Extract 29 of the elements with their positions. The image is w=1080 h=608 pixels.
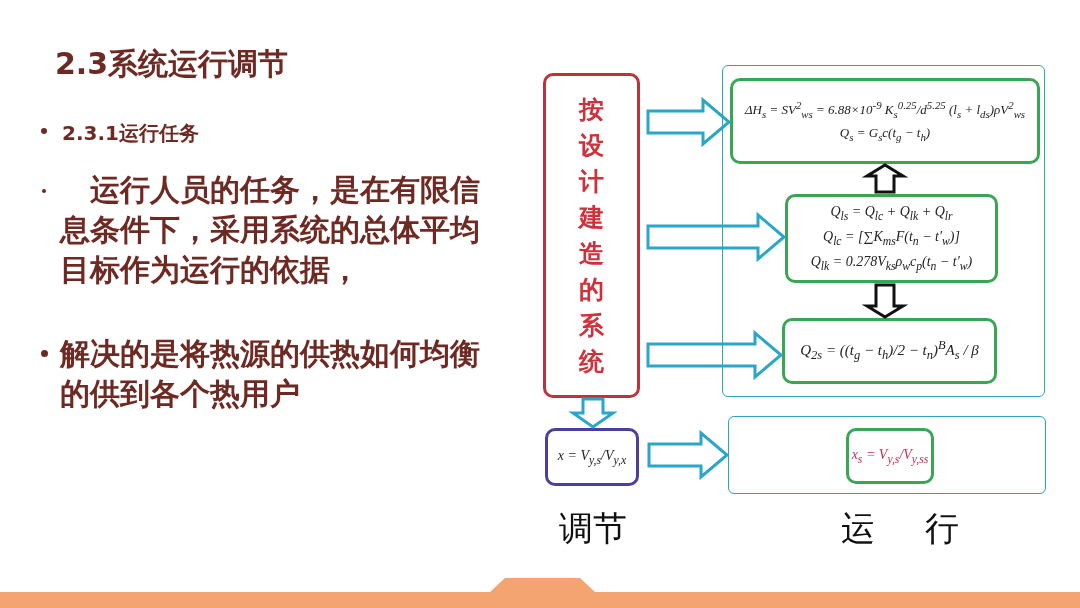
block-arrow <box>861 163 909 194</box>
column-heading: 运 行 <box>839 507 961 550</box>
formula-box <box>545 428 639 486</box>
block-arrow <box>646 211 787 263</box>
block-arrow <box>861 283 909 319</box>
panel-frame <box>722 65 1045 397</box>
formula: Q$_{lc}$ = [∑K$_{ms}$F(t$_{n}$ − t′$_{w}$)] <box>823 228 960 250</box>
formula: Q$_{ls}$ = Q$_{lc}$ + Q$_{lk}$ + Q$_{lr}$ <box>830 203 953 225</box>
formula-box <box>730 78 1040 164</box>
slide-title: 2.3系统运行调节 <box>55 45 289 83</box>
vertical-text: 按设计建造的系统 <box>577 93 605 378</box>
column-heading: 调节 <box>558 507 628 550</box>
block-arrow <box>646 329 784 381</box>
subheading: 2.3.1运行任务 <box>62 120 200 147</box>
formula: Q$_{s}$ = G$_{s}$c(t$_{g}$ − t$_{h}$) <box>839 123 931 145</box>
formula: x$_{s}$ = V$_{y,s}$/V$_{y,ss}$ <box>851 445 929 468</box>
bullet-text: 运行人员的任务，是在有限信息条件下，采用系统的总体平均目标作为运行的依据， <box>60 171 481 289</box>
formula-box <box>785 194 998 283</box>
formula: Q$_{2s}$ = ((t$_{g}$ − t$_{h}$)/2 − t$_{n}$)$^{B}$A$_{s}$ / β <box>800 337 979 365</box>
system-box <box>543 73 640 398</box>
formula-box <box>846 428 934 484</box>
block-arrow <box>646 96 732 148</box>
formula: Q$_{lk}$ = 0.278V$_{ks}$ρ$_{w}$c$_{p}$(t$_{n}$ − t′$_{w}$) <box>810 252 973 275</box>
formula: x = V$_{y,s}$/V$_{y,x}$ <box>557 446 627 469</box>
panel-frame <box>728 416 1046 494</box>
block-arrow <box>568 397 618 429</box>
bullet-text: 解决的是将热源的供热如何均衡的供到各个热用户 <box>60 335 481 413</box>
formula-box <box>782 318 997 384</box>
block-arrow <box>647 429 730 481</box>
